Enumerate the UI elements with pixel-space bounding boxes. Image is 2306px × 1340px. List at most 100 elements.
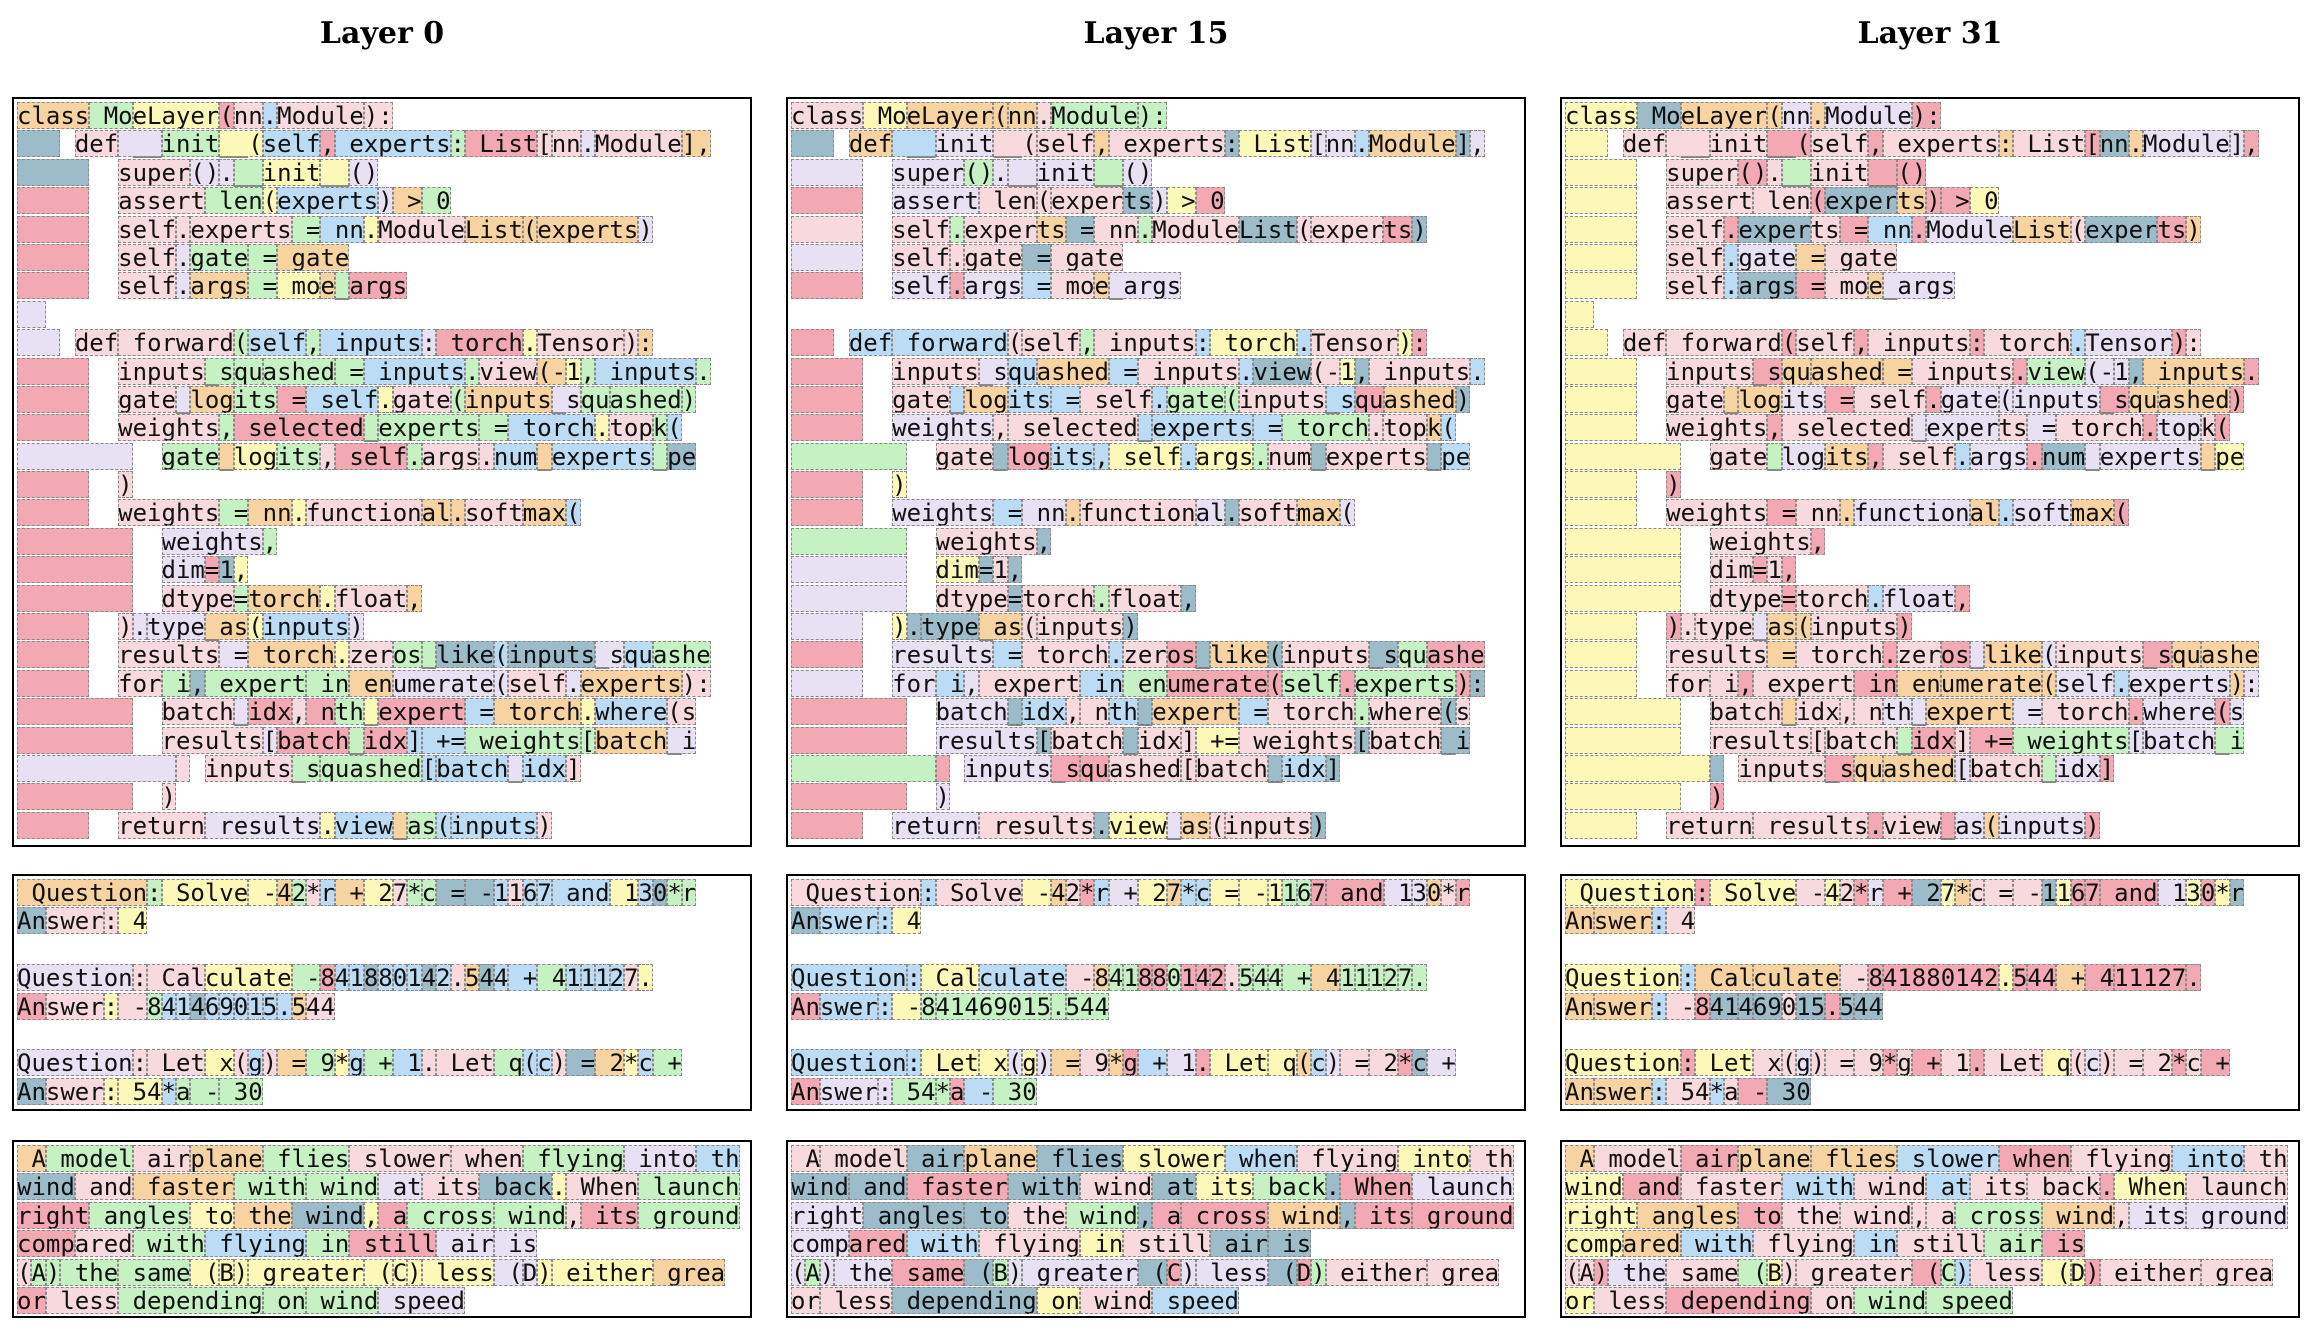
token: gate: [1940, 385, 1999, 414]
token: wind: [1565, 1173, 1623, 1202]
token: An: [791, 1077, 820, 1106]
token: C: [1940, 1258, 1956, 1287]
token: _s: [595, 641, 624, 670]
token: less: [1593, 1286, 1667, 1315]
token: _: [1940, 811, 1956, 840]
token: (: [493, 669, 509, 698]
token: g: [1796, 1049, 1811, 1078]
token: -: [1839, 964, 1869, 993]
token: in: [1854, 1230, 1898, 1259]
token-line: def forward(self, inputs: torch.Tensor):: [1565, 329, 2298, 357]
token: (: [2215, 698, 2230, 727]
token: _: [2085, 442, 2100, 471]
token: [1565, 726, 1681, 754]
token-line: (A) the same (B) greater (C) less (D) ei…: [1565, 1258, 2298, 1287]
token: (: [493, 641, 509, 670]
token: float: [334, 584, 408, 613]
token: ,: [190, 669, 205, 698]
token: mo: [1051, 272, 1095, 301]
token: [17, 641, 90, 669]
token-line: wind and faster with wind at its back. W…: [1565, 1173, 2298, 1201]
token: -: [1666, 992, 1696, 1021]
token: .: [638, 964, 653, 993]
token: slower: [1897, 1145, 1999, 1173]
token: weights: [161, 527, 263, 556]
token: r: [2229, 879, 2245, 907]
token: [791, 158, 864, 186]
token: soft: [464, 499, 523, 528]
token: Mo: [1637, 102, 1681, 130]
token: exper: [2085, 215, 2158, 244]
token: (): [190, 158, 220, 187]
token: idx: [363, 726, 408, 755]
token: .: [291, 499, 307, 528]
token-line: right angles to the wind, a cross wind, …: [791, 1201, 1524, 1230]
token: _s: [2143, 641, 2172, 670]
token: 4: [493, 964, 509, 993]
token: [1637, 244, 1666, 271]
token: .: [175, 243, 191, 272]
token-line: return results.view_as(inputs): [17, 811, 750, 840]
token: gate: [964, 243, 1023, 272]
token: *: [1397, 1049, 1413, 1078]
token: 15: [1796, 992, 1826, 1021]
token: type: [147, 613, 205, 642]
token: [863, 187, 892, 214]
token-line: assert len(experts) > 0: [17, 187, 750, 215]
token: its: [1825, 442, 1869, 471]
token: 5: [464, 964, 480, 993]
token: [791, 726, 907, 754]
token: 4: [2085, 964, 2115, 993]
token: def: [74, 130, 119, 159]
token: [1565, 669, 1638, 697]
token: assert: [1666, 187, 1753, 216]
token: inputs: [1369, 357, 1471, 386]
token: =: [978, 556, 994, 585]
token-line: self.args = moe_args: [791, 272, 1524, 300]
token: [17, 357, 90, 385]
token-line: for i, expert in enumerate(self.experts)…: [1565, 669, 2298, 698]
token: .: [464, 357, 480, 386]
token-line: Answer: 54*a - 30: [1565, 1077, 2298, 1106]
token: umerate: [1166, 669, 1268, 698]
token: Let: [147, 1049, 205, 1078]
token-line: def forward(self, inputs: torch.Tensor):: [791, 329, 1524, 357]
token: ashed: [1108, 754, 1182, 783]
token: inputs: [1738, 754, 1826, 783]
token-line: [791, 1021, 1524, 1049]
token: launch: [2186, 1173, 2288, 1202]
token: Let: [921, 1049, 979, 1078]
token: expert: [1926, 698, 2013, 727]
token: (: [1007, 1049, 1023, 1078]
token: plane: [964, 1145, 1037, 1173]
token: ,: [1854, 329, 1869, 358]
token: dtype: [1709, 584, 1782, 613]
token: [89, 386, 118, 413]
token: (: [2041, 641, 2057, 670]
token: 2: [436, 964, 451, 993]
token: _: [2200, 442, 2216, 471]
token: :: [1695, 879, 1710, 907]
token: (: [219, 102, 234, 130]
token: [935, 754, 950, 782]
token: same: [118, 1258, 191, 1287]
token: (: [993, 102, 1008, 130]
token: _: [175, 385, 191, 414]
token: k: [652, 414, 668, 443]
token-line: right angles to the wind, a cross wind, …: [17, 1201, 750, 1230]
token: greater: [1022, 1258, 1138, 1287]
token: for: [892, 669, 936, 698]
token: swer: [1593, 1077, 1652, 1106]
token: grea: [2200, 1258, 2274, 1287]
token: _: [219, 442, 234, 471]
token: ,: [1955, 584, 1970, 613]
token: _: [233, 698, 249, 727]
token: _: [363, 698, 379, 727]
token: a: [378, 1201, 408, 1230]
token: (: [1565, 1258, 1580, 1287]
token: th: [2244, 1145, 2288, 1173]
token: .: [1094, 811, 1109, 840]
token: experts: [537, 215, 639, 244]
token: def: [1622, 130, 1667, 159]
token: ared: [1622, 1230, 1681, 1259]
